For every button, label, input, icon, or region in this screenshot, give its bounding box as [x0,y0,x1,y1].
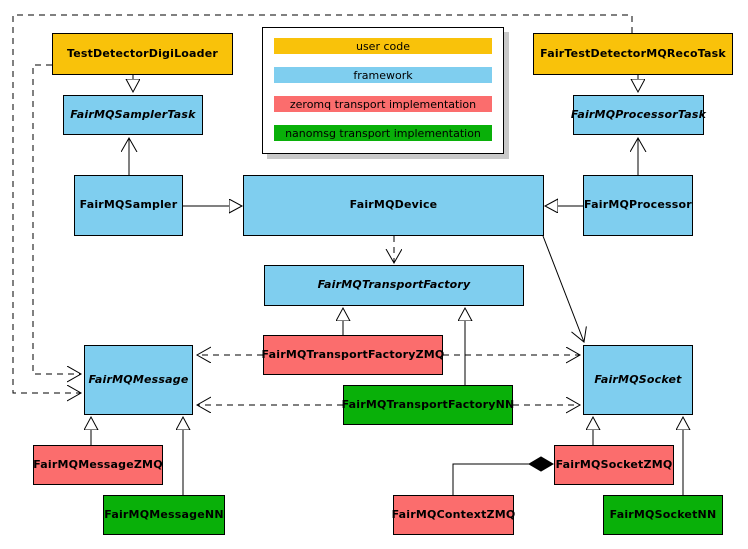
node-fairmqdevice: FairMQDevice [243,175,544,236]
node-fairmqtransportfactoryzmq: FairMQTransportFactoryZMQ [262,335,444,375]
node-fairmqcontextzmq: FairMQContextZMQ [392,495,515,535]
node-fairmqmessagezmq: FairMQMessageZMQ [33,445,163,485]
node-fairtestdetectormqrecotask: FairTestDetectorMQRecoTask [533,33,733,75]
node-fairmqtransportfactorynn: FairMQTransportFactoryNN [342,385,514,425]
legend-item-nanomsg: nanomsg transport implementation [274,125,492,141]
composition-edge [452,456,554,495]
node-fairmqsamplertask: FairMQSamplerTask [63,95,203,135]
legend-item-user-code: user code [274,38,492,54]
node-fairmqtransportfactory: FairMQTransportFactory [264,265,524,306]
association-edges [129,138,638,342]
node-fairmqmessage: FairMQMessage [84,345,193,415]
legend-item-framework: framework [274,67,492,83]
node-fairmqsocketzmq: FairMQSocketZMQ [554,445,674,485]
node-fairmqprocessor: FairMQProcessor [583,175,693,236]
legend-box: user code framework zeromq transport imp… [262,27,504,154]
node-fairmqmessagenn: FairMQMessageNN [103,495,225,535]
composition-diamond-icon [528,456,554,472]
node-fairmqprocessortask: FairMQProcessorTask [571,95,706,135]
legend-item-zeromq: zeromq transport implementation [274,96,492,112]
node-fairmqsampler: FairMQSampler [74,175,183,236]
node-fairmqsocketnn: FairMQSocketNN [603,495,723,535]
node-fairmqsocket: FairMQSocket [583,345,693,415]
node-testdetectordigiloader: TestDetectorDigiLoader [52,33,233,75]
